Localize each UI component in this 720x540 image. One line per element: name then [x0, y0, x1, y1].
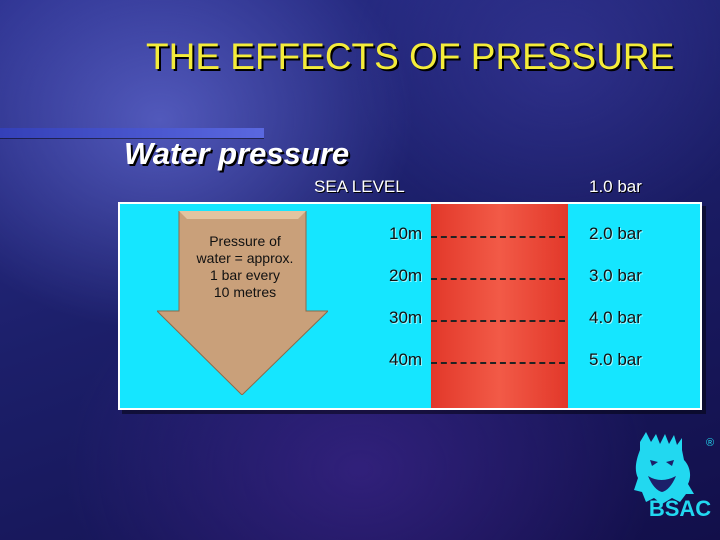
arrow-caption-line: 1 bar every — [209, 267, 281, 283]
depth-label: 20m — [389, 266, 423, 285]
slide-subtitle: Water pressure — [124, 136, 350, 171]
pressure-label: 3.0 bar — [589, 266, 642, 285]
title-divider — [0, 128, 264, 138]
pressure-arrow — [157, 211, 328, 395]
arrow-caption-line: water = approx. — [196, 250, 294, 266]
depth-row: 20m 3.0 bar — [389, 266, 669, 290]
pressure-label: 5.0 bar — [589, 350, 642, 369]
depth-label: 40m — [389, 350, 423, 369]
arrow-caption: Pressure of water = approx. 1 bar every … — [180, 233, 310, 301]
depth-marker-line — [431, 236, 565, 238]
depth-column — [431, 204, 568, 408]
bsac-wordmark: BSAC — [649, 496, 711, 521]
depth-label: 10m — [389, 224, 423, 243]
slide-title: THE EFFECTS OF PRESSURE — [146, 36, 675, 77]
surface-pressure-label: 1.0 bar — [589, 177, 642, 196]
neptune-head-icon — [634, 432, 694, 504]
depth-marker-line — [431, 362, 565, 364]
pressure-label: 2.0 bar — [589, 224, 642, 243]
depth-marker-line — [431, 320, 565, 322]
depth-label: 30m — [389, 308, 423, 327]
depth-row: 30m 4.0 bar — [389, 308, 669, 332]
depth-row: 40m 5.0 bar — [389, 350, 669, 374]
registered-mark: ® — [706, 437, 714, 449]
arrow-caption-line: 10 metres — [213, 284, 277, 300]
depth-marker-line — [431, 278, 565, 280]
sea-level-label: SEA LEVEL — [314, 177, 405, 196]
bsac-logo: BSAC ® — [634, 432, 714, 521]
pressure-label: 4.0 bar — [589, 308, 642, 327]
arrow-caption-line: Pressure of — [209, 233, 281, 249]
depth-row: 10m 2.0 bar — [389, 224, 669, 248]
